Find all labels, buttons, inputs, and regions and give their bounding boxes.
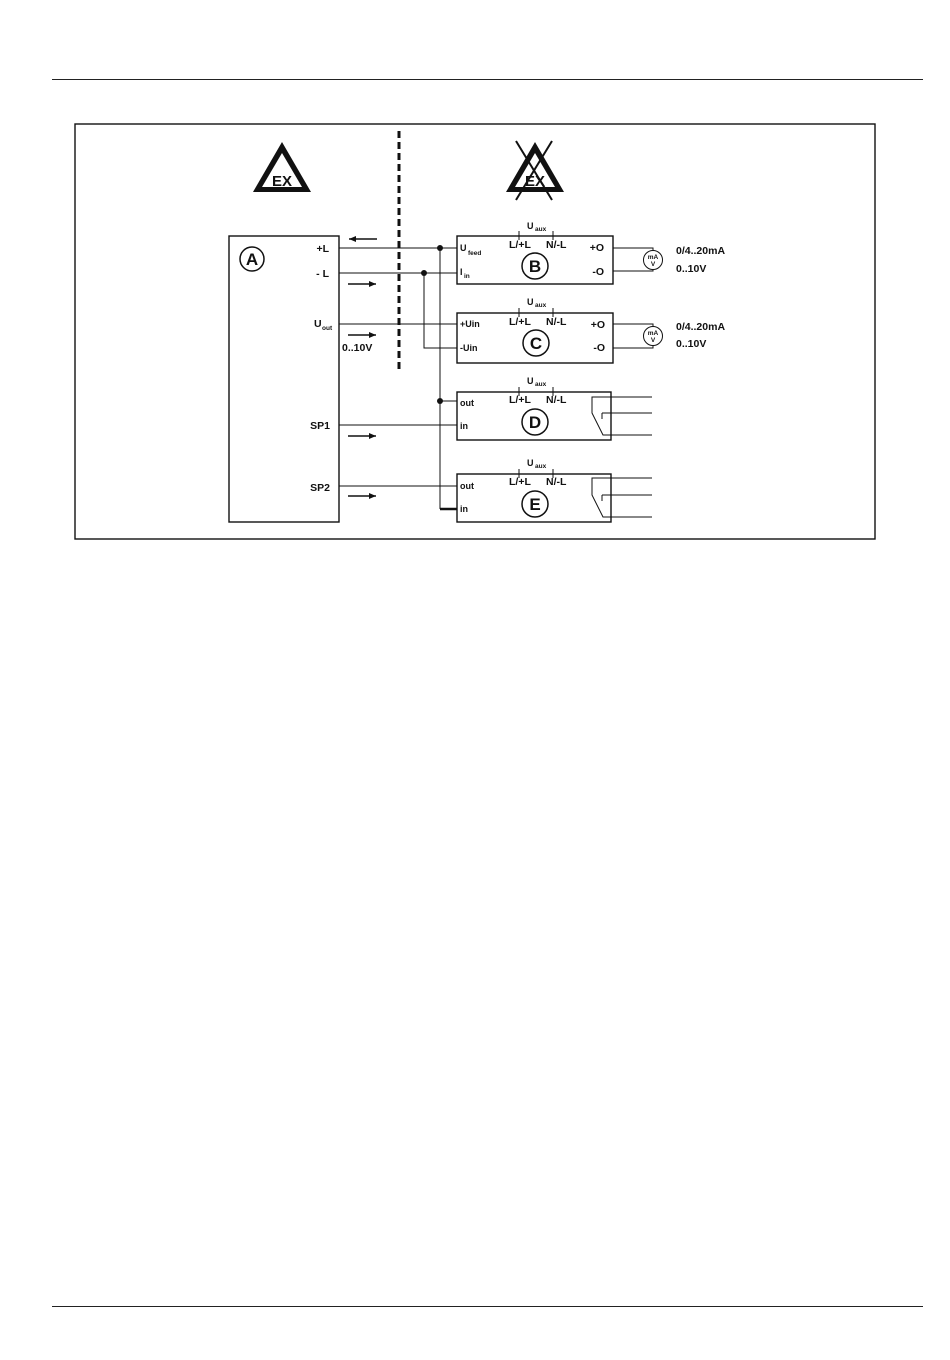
module-d-nminus: N/-L [546, 394, 567, 406]
module-b-iin-sub: in [464, 273, 470, 280]
module-e-uaux: U [527, 458, 534, 468]
module-e-out: out [460, 481, 474, 491]
module-e-in: in [460, 504, 468, 514]
diagram-frame [75, 124, 875, 539]
ex-hazard-icon: EX [253, 142, 311, 192]
module-b-ufeed: U [460, 243, 467, 253]
module-c-lplus: L/+L [509, 316, 531, 328]
svg-text:mA: mA [648, 330, 659, 337]
terminal-plus-l: +L [316, 243, 329, 255]
module-b-out-plus: +O [590, 242, 604, 254]
terminal-uout-sub: out [322, 325, 333, 332]
svg-text:V: V [651, 337, 656, 344]
module-c-out-minus: -O [593, 342, 605, 354]
module-b-out-minus: -O [592, 266, 604, 278]
module-c-out-plus: +O [591, 319, 605, 331]
module-d-uaux-sub: aux [535, 381, 547, 388]
module-c-output-voltage: 0..10V [676, 338, 706, 350]
module-c: U aux L/+L N/-L +Uin -Uin C +O -O mA V 0… [457, 297, 725, 363]
module-d-id: D [529, 413, 541, 432]
relay-contact-icon [592, 397, 652, 435]
module-e-lplus: L/+L [509, 476, 531, 488]
module-e-id: E [529, 495, 540, 514]
module-d-in: in [460, 421, 468, 431]
module-b: U aux L/+L N/-L U feed I in B +O -O mA V… [457, 221, 725, 284]
module-c-uaux: U [527, 297, 534, 307]
svg-text:V: V [651, 261, 656, 268]
svg-text:mA: mA [648, 254, 659, 261]
module-e: U aux L/+L N/-L out in E [457, 458, 652, 522]
terminal-sp1: SP1 [310, 420, 330, 432]
meter-icon: mA V [644, 251, 663, 270]
module-b-uaux: U [527, 221, 534, 231]
module-b-id: B [529, 257, 541, 276]
module-b-output-current: 0/4..20mA [676, 245, 725, 257]
ex-safe-icon: EX [506, 141, 564, 200]
module-b-iin: I [460, 267, 463, 277]
module-e-nminus: N/-L [546, 476, 567, 488]
meter-icon: mA V [644, 327, 663, 346]
module-d-uaux: U [527, 376, 534, 386]
module-c-uaux-sub: aux [535, 302, 547, 309]
module-c-nminus: N/-L [546, 316, 567, 328]
module-c-output-current: 0/4..20mA [676, 321, 725, 333]
module-d-out: out [460, 398, 474, 408]
module-d: U aux L/+L N/-L out in D [457, 376, 652, 440]
relay-contact-icon [592, 478, 652, 517]
module-c-id: C [530, 334, 542, 353]
module-c-uin-minus: -Uin [460, 343, 478, 353]
module-e-uaux-sub: aux [535, 463, 547, 470]
junction-dot [421, 270, 427, 276]
module-c-uin-plus: +Uin [460, 319, 480, 329]
module-b-lplus: L/+L [509, 239, 531, 251]
uout-range: 0..10V [342, 342, 372, 354]
module-a: A +L - L U out 0..10V SP1 SP2 [229, 236, 372, 522]
junction-dot [437, 398, 443, 404]
junction-dot [437, 245, 443, 251]
module-b-nminus: N/-L [546, 239, 567, 251]
module-a-id: A [246, 250, 258, 269]
ex-hazard-label: EX [272, 173, 292, 190]
terminal-minus-l: - L [316, 268, 329, 280]
module-b-output-voltage: 0..10V [676, 263, 706, 275]
terminal-sp2: SP2 [310, 482, 330, 494]
module-b-ufeed-sub: feed [468, 250, 481, 257]
module-d-lplus: L/+L [509, 394, 531, 406]
terminal-uout: U [314, 318, 322, 330]
module-b-uaux-sub: aux [535, 226, 547, 233]
